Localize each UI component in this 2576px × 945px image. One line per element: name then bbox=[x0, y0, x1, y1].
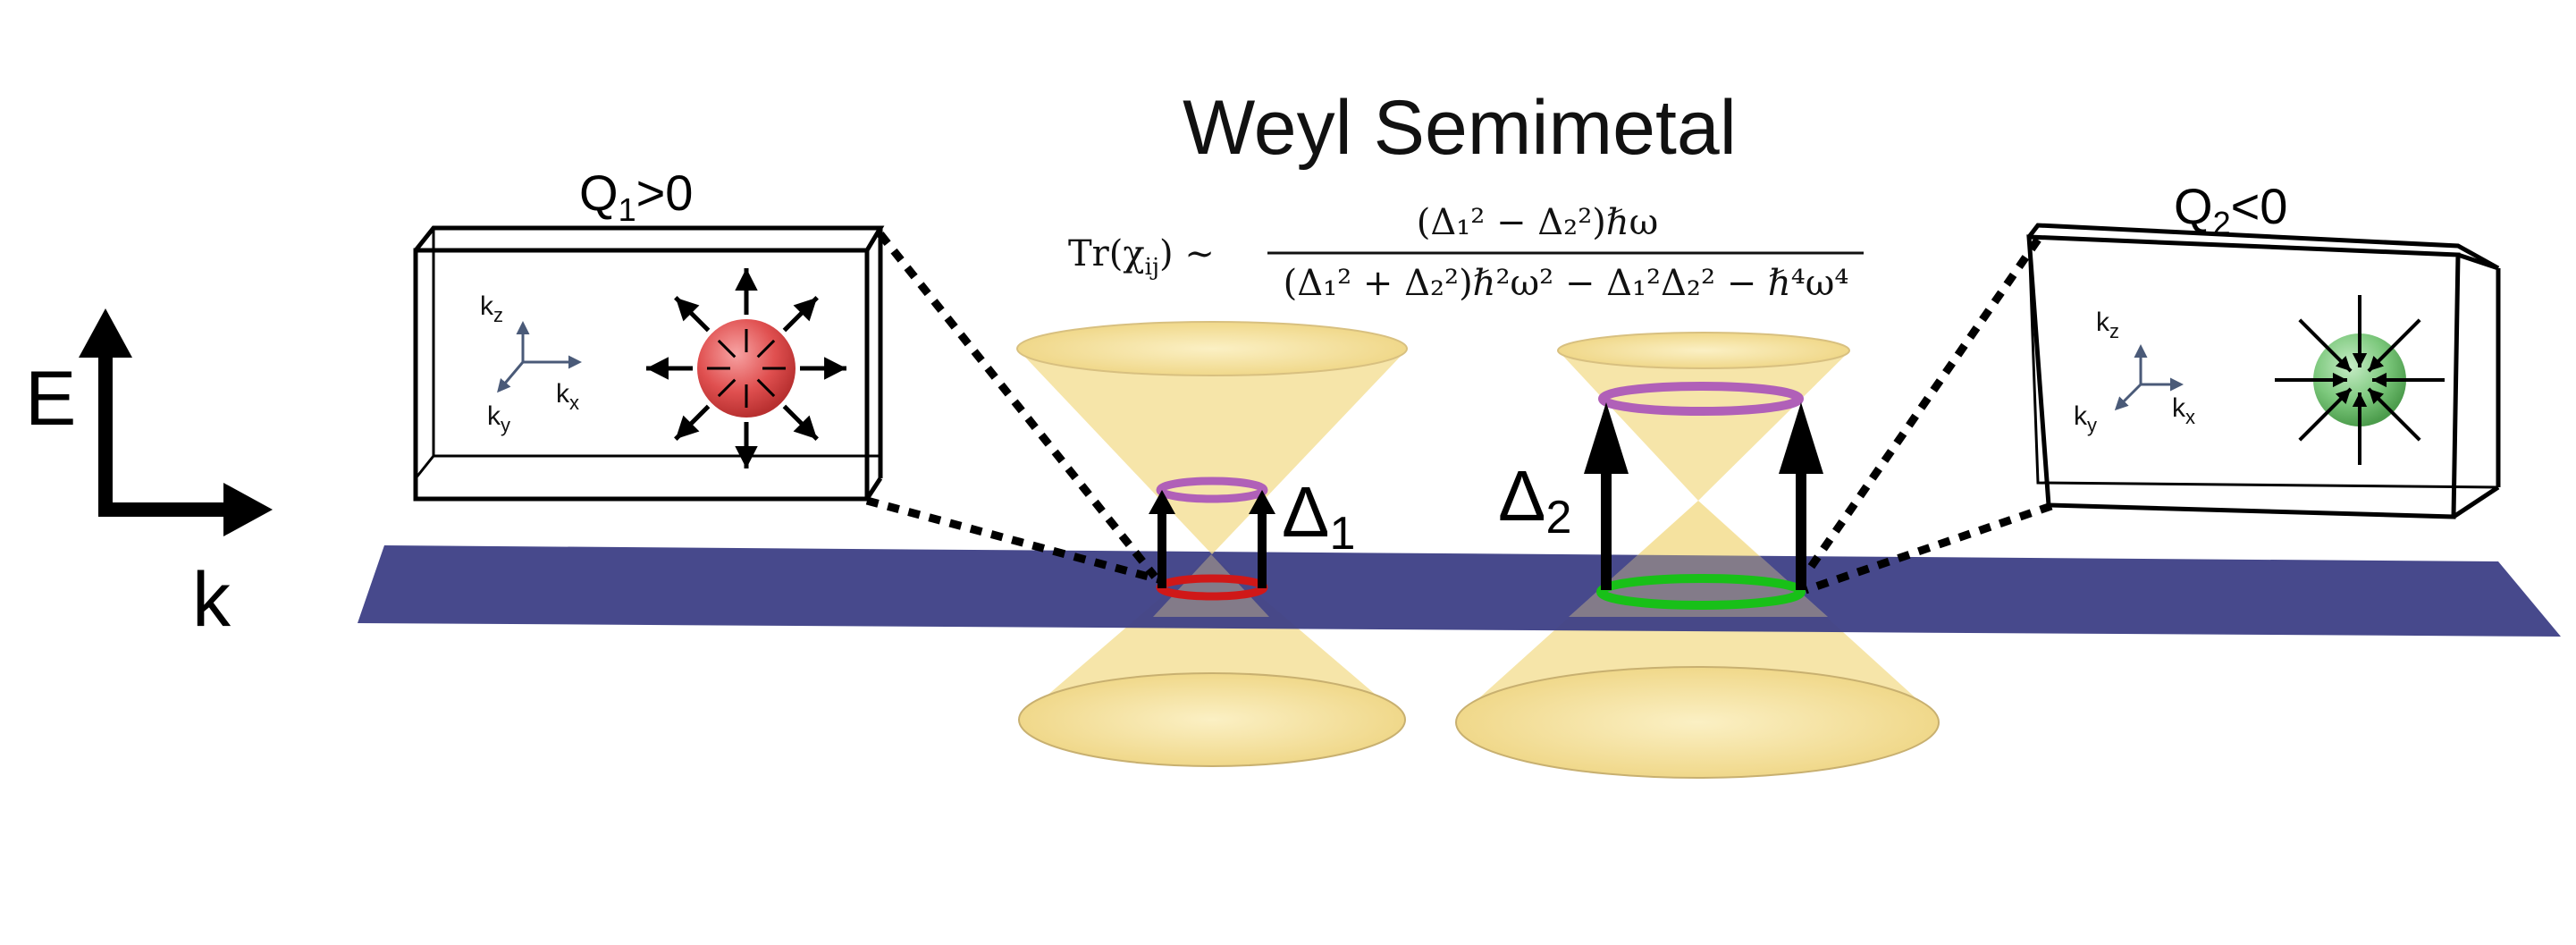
formula-lhs: Tr(χij) ∼ bbox=[1068, 233, 1215, 281]
outward-field-arrow-head bbox=[824, 357, 846, 380]
momentum-plane bbox=[358, 545, 2561, 637]
gap-label-delta-1: Δ1 bbox=[1282, 472, 1355, 560]
left-gap-arrows bbox=[1149, 490, 1275, 588]
momentum-axis-label: k bbox=[192, 557, 232, 643]
right-lower-ring bbox=[1596, 574, 1806, 610]
left-kx-label: kx bbox=[556, 379, 579, 414]
cone-crossings bbox=[1153, 501, 1828, 617]
inward-field-arrow-head bbox=[2352, 392, 2368, 408]
right-ky-label: ky bbox=[2074, 401, 2097, 436]
inner-field-tick bbox=[717, 378, 737, 398]
outward-field-arrow-head bbox=[675, 415, 700, 440]
inward-field-arrow-head bbox=[2368, 355, 2385, 372]
outward-field-arrow-head bbox=[675, 297, 700, 322]
inward-field-arrow-head bbox=[2372, 372, 2387, 388]
formula-denominator: (Δ₁² + Δ₂²)ℏ²ω² − Δ₁²Δ₂² − ℏ⁴ω⁴ bbox=[1284, 263, 1849, 304]
outward-field-arrow-head bbox=[735, 446, 758, 468]
sink-monopole bbox=[2275, 295, 2445, 465]
right-upper-ring bbox=[1598, 382, 1804, 416]
inner-field-tick bbox=[756, 339, 776, 359]
inward-field-arrow-head bbox=[2335, 355, 2352, 372]
left-k-triad bbox=[497, 321, 582, 393]
energy-momentum-axes: E k bbox=[25, 308, 273, 643]
diagram-title: Weyl Semimetal bbox=[1183, 85, 1737, 171]
source-monopole bbox=[646, 268, 846, 468]
gap-label-delta-2: Δ2 bbox=[1498, 456, 1571, 544]
upper-cones bbox=[1016, 321, 1850, 554]
left-charge-label: Q1>0 bbox=[579, 165, 693, 228]
right-kz-label: kz bbox=[2096, 308, 2119, 342]
formula-numerator: (Δ₁² − Δ₂²)ℏω bbox=[1417, 202, 1658, 243]
outward-field-arrow-head bbox=[793, 297, 818, 322]
left-inset-box: Q1>0 kz ky kx bbox=[413, 165, 885, 502]
inward-field-arrow-head bbox=[2332, 372, 2347, 388]
inward-field-arrow-head bbox=[2368, 388, 2385, 405]
left-kz-label: kz bbox=[480, 291, 503, 326]
left-upper-ring bbox=[1156, 477, 1268, 503]
inward-field-arrow-head bbox=[2352, 352, 2368, 367]
right-inset-box: Q2<0 kz ky kx bbox=[2026, 178, 2501, 519]
inner-field-tick bbox=[717, 339, 737, 359]
outward-field-arrow-head bbox=[646, 357, 669, 380]
energy-axis-label: E bbox=[25, 356, 76, 442]
projection-lines bbox=[865, 232, 2053, 595]
right-gap-arrows bbox=[1584, 402, 1823, 590]
left-ky-label: ky bbox=[487, 401, 510, 436]
inward-field-arrow-head bbox=[2335, 388, 2352, 405]
inner-field-tick bbox=[756, 378, 776, 398]
outward-field-arrow-head bbox=[735, 268, 758, 291]
right-k-triad bbox=[2114, 344, 2184, 411]
right-kx-label: kx bbox=[2172, 393, 2195, 428]
right-charge-label: Q2<0 bbox=[2174, 178, 2287, 241]
outward-field-arrow-head bbox=[793, 415, 818, 440]
susceptibility-formula: Tr(χij) ∼ (Δ₁² − Δ₂²)ℏω (Δ₁² + Δ₂²)ℏ²ω² … bbox=[1068, 202, 1864, 304]
